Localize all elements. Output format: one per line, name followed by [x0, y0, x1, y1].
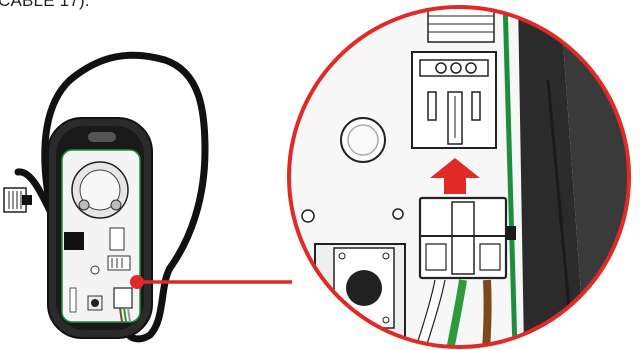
callout-marker	[130, 275, 144, 289]
cable-plug-connector	[4, 188, 32, 212]
board-header-socket	[412, 52, 496, 148]
sensor-device	[48, 118, 152, 338]
reset-button	[315, 244, 405, 340]
zoom-detail	[280, 0, 640, 350]
